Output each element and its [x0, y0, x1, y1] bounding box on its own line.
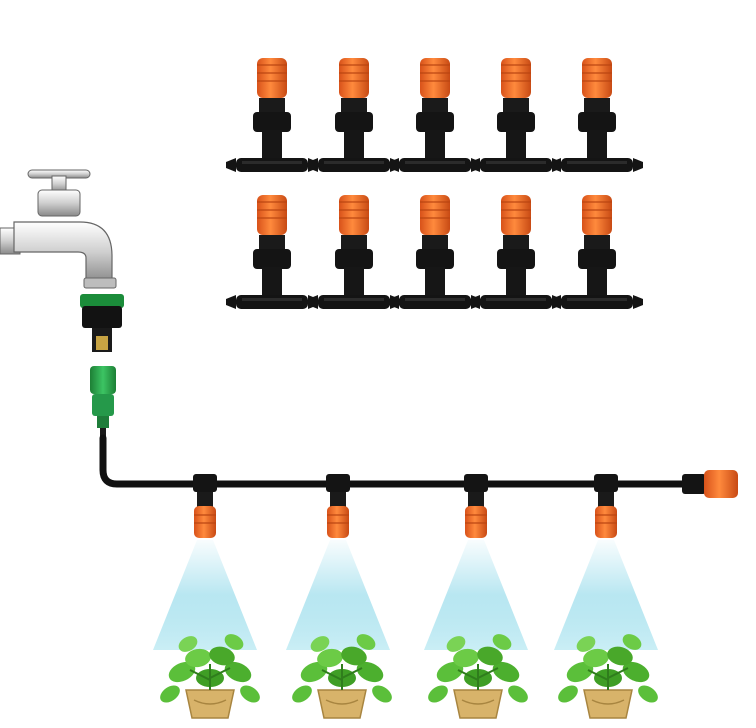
- faucet-icon: [0, 169, 117, 289]
- mist-spray: [424, 540, 528, 650]
- mist-nozzle-icon: [470, 195, 562, 309]
- mist-spray: [286, 540, 390, 650]
- mist-nozzle-icon: [389, 58, 481, 172]
- mist-spray: [554, 540, 658, 650]
- mist-sprays: [153, 540, 658, 650]
- mist-nozzle-icon: [308, 58, 400, 172]
- mist-nozzle-icon: [594, 474, 618, 538]
- nozzle-grid: [226, 58, 643, 309]
- mist-nozzle-icon: [226, 195, 318, 309]
- end-cap: [682, 470, 738, 498]
- mist-nozzle-icon: [308, 195, 400, 309]
- tap-adapter: [80, 294, 124, 352]
- quick-connector-icon: [90, 366, 116, 438]
- plants: [155, 629, 663, 719]
- mist-nozzle-icon: [464, 474, 488, 538]
- mist-nozzle-icon: [389, 195, 481, 309]
- mist-nozzle-icon: [326, 474, 350, 538]
- mist-nozzle-icon: [193, 474, 217, 538]
- mist-nozzle-icon: [551, 195, 643, 309]
- hose: [99, 434, 704, 488]
- mist-spray: [153, 540, 257, 650]
- mist-nozzle-icon: [226, 58, 318, 172]
- mist-nozzle-icon: [551, 58, 643, 172]
- mist-nozzle-icon: [470, 58, 562, 172]
